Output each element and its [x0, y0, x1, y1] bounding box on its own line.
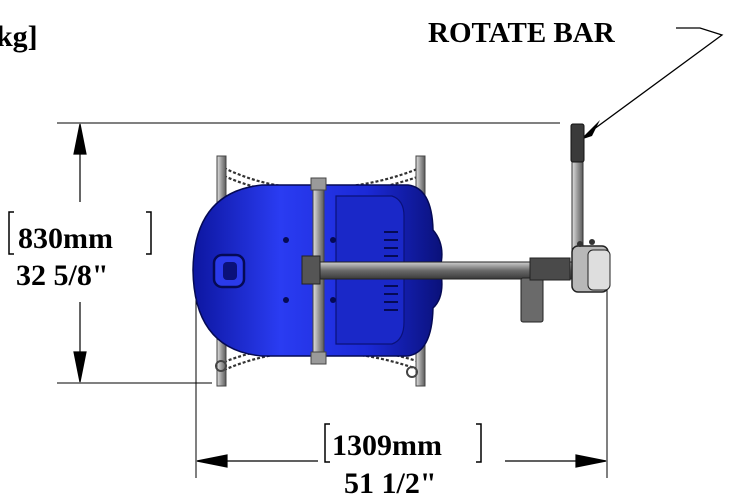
bottom-right-hook — [406, 366, 418, 378]
width-dimension-line — [196, 454, 607, 468]
handle-slot-inner — [223, 262, 237, 280]
top-left-hook — [215, 360, 227, 372]
height-in-label: 32 5/8" — [16, 259, 109, 292]
width-in-label: 51 1/2" — [344, 467, 437, 500]
width-dimension-bracket — [324, 423, 482, 463]
body-vents — [384, 231, 398, 311]
extension-lines — [57, 122, 608, 478]
height-mm-label: 830mm — [18, 222, 113, 255]
height-dimension-line — [73, 123, 87, 383]
mast-head-plate — [587, 249, 611, 291]
top-left-label: kg] — [0, 20, 38, 53]
boom-clamp — [301, 255, 321, 285]
rotate-bar-leader — [589, 27, 724, 133]
lifter-device — [192, 123, 611, 387]
height-dimension-bracket — [8, 211, 152, 255]
rotate-bar-arrowhead — [580, 120, 600, 140]
rotate-bar-label: ROTATE BAR — [428, 17, 616, 49]
body-bolts — [283, 237, 336, 303]
actuator-top — [529, 257, 571, 281]
mast-head-knobs — [577, 239, 595, 247]
width-mm-label: 1309mm — [332, 429, 442, 462]
actuator-body — [520, 277, 544, 323]
center-post-cap-top — [310, 177, 327, 191]
rotate-bar-grip — [570, 123, 585, 163]
center-post-cap-bottom — [310, 351, 327, 365]
